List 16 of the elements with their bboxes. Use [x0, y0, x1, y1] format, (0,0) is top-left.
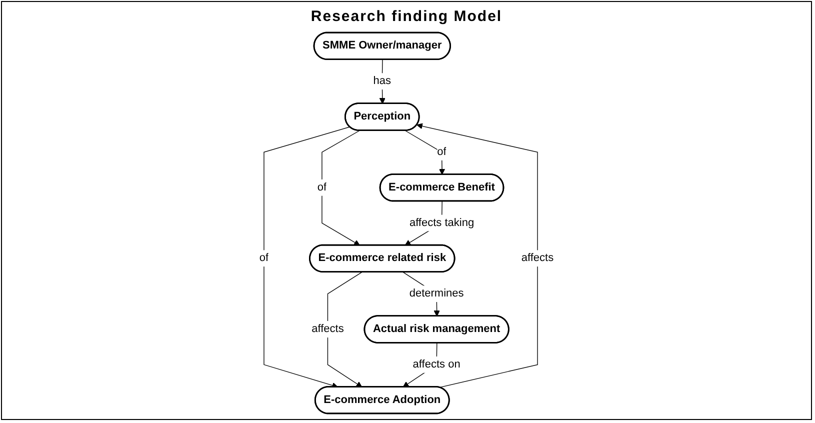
- edge-label: has: [373, 75, 392, 87]
- arrow: [327, 272, 362, 388]
- edge-label: affects: [312, 323, 344, 335]
- arrow: [416, 123, 538, 388]
- diagram-title: Research finding Model: [310, 8, 502, 25]
- edge-label: of: [437, 146, 446, 158]
- edge-label: affects on: [412, 358, 460, 370]
- arrow: [404, 130, 446, 175]
- edge-label: determines: [409, 288, 464, 300]
- arrow: [322, 130, 360, 246]
- arrow: [379, 59, 386, 104]
- edge-label: of: [259, 252, 269, 264]
- arrow: [264, 126, 350, 388]
- edge-label: of: [317, 181, 327, 194]
- edge-label: affects: [521, 252, 554, 264]
- edge-label: affects taking: [409, 216, 474, 228]
